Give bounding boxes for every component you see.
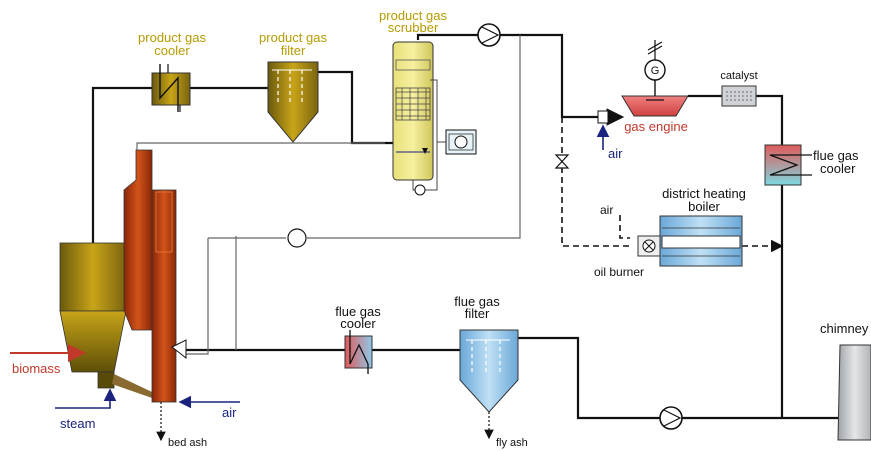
label-flue-gas-cooler-bottom-2: cooler — [340, 316, 376, 331]
label-gas-engine: gas engine — [624, 119, 688, 134]
label-steam: steam — [60, 416, 95, 431]
label-district-heating-2: boiler — [688, 199, 720, 214]
label-district-heating-1: district heating — [662, 186, 746, 201]
label-air-gasifier: air — [222, 405, 237, 420]
flue-gas-cooler-bottom — [344, 330, 373, 374]
generator — [644, 40, 666, 81]
product-gas-blower[interactable] — [477, 23, 501, 47]
gasifier — [59, 242, 152, 398]
product-gas-scrubber — [392, 41, 477, 196]
flue-gas-cooler-right — [764, 144, 812, 186]
label-product-gas-filter-2: filter — [281, 43, 306, 58]
district-heating-boiler — [659, 215, 743, 267]
label-flue-gas-cooler-right-1: flue gas — [813, 148, 859, 163]
chimney — [837, 344, 871, 441]
label-flue-gas-cooler-bottom-1: flue gas — [335, 304, 381, 319]
catalyst — [721, 85, 757, 107]
main-gas-pipes — [91, 33, 838, 420]
label-product-gas-cooler-2: cooler — [154, 43, 190, 58]
bypass-valve[interactable] — [554, 154, 570, 169]
combustion-column — [123, 149, 187, 403]
air-inlet-box — [596, 110, 610, 150]
return-gas-pipes — [136, 35, 521, 355]
oil-burner — [637, 235, 661, 257]
product-gas-cooler — [151, 64, 191, 112]
label-fly-ash: fly ash — [496, 437, 528, 449]
label-product-gas-scrubber-1: product gas — [379, 8, 447, 23]
flue-gas-filter-bottom — [459, 329, 519, 413]
flue-gas-blower[interactable] — [659, 406, 683, 430]
recycle-gas-blower[interactable] — [287, 228, 307, 248]
label-chimney: chimney — [820, 321, 869, 336]
inlet-outlet-arrows — [10, 344, 494, 442]
label-flue-gas-filter-1: flue gas — [454, 294, 500, 309]
label-air-burner: air — [600, 203, 613, 217]
labels: product gas cooler product gas filter pr… — [12, 8, 869, 449]
label-oil-burner: oil burner — [594, 265, 644, 279]
label-bed-ash: bed ash — [168, 437, 207, 449]
label-product-gas-cooler-1: product gas — [138, 30, 206, 45]
label-biomass: biomass — [12, 361, 61, 376]
product-gas-filter — [267, 61, 319, 143]
label-product-gas-scrubber-2: scrubber — [388, 20, 439, 35]
label-flue-gas-filter-2: filter — [465, 306, 490, 321]
label-flue-gas-cooler-right-2: cooler — [820, 161, 856, 176]
label-air-engine: air — [608, 146, 623, 161]
gas-engine — [621, 80, 689, 117]
label-generator: G — [651, 65, 660, 77]
label-product-gas-filter-1: product gas — [259, 30, 327, 45]
label-catalyst: catalyst — [720, 70, 757, 82]
